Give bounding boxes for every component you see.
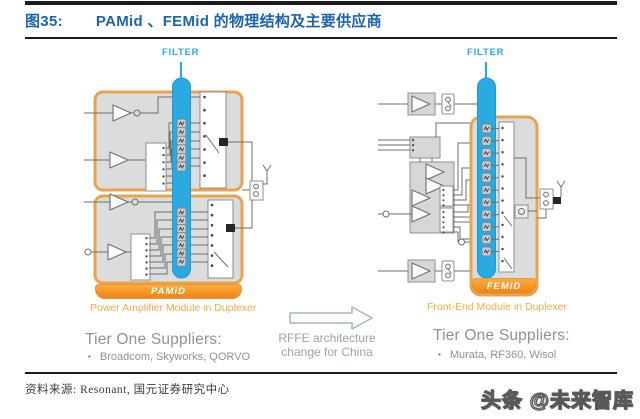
pamid-caption: Power Amplifier Module in Duplexer (90, 302, 257, 314)
antenna-icon (556, 180, 566, 197)
right-suppliers-text: Murata, RF360, Wisol (449, 349, 557, 361)
pamid-diagram (84, 62, 272, 285)
watermark: 头条 @未来智库 (480, 389, 634, 412)
bullet-icon: ▪ (88, 352, 91, 361)
pamid-banner: PAMiD (95, 284, 242, 299)
switch-column (498, 121, 515, 273)
figure-header: 图35: PAMid 、FEMid 的物理结构及主要供应商 (25, 10, 382, 31)
right-suppliers-item: ▪ Murata, RF360, Wisol (438, 349, 556, 361)
femid-diagram (378, 62, 566, 297)
left-suppliers-item: ▪ Broadcom, Skyworks, QORVO (88, 351, 250, 363)
rffe-line1: RFFE architecture (278, 331, 376, 345)
antenna-icon (262, 164, 272, 181)
source-note: 资料来源: Resonant, 国元证券研究中心 (25, 384, 230, 396)
rffe-line2: change for China (281, 345, 373, 359)
circuit-figure (84, 62, 566, 330)
rffe-transition-text: RFFE architecture change for China (262, 331, 392, 359)
right-suppliers-title: Tier One Suppliers: (433, 327, 570, 344)
bottom-rule (25, 372, 617, 374)
femid-banner-label: FEMiD (486, 280, 522, 292)
pamid-banner-label: PAMiD (151, 286, 186, 297)
left-suppliers-text: Broadcom, Skyworks, QORVO (99, 351, 251, 363)
bullet-icon: ▪ (438, 350, 441, 359)
figure-label: 图35: (25, 13, 63, 30)
top-rule (25, 1, 617, 5)
filter-label-right: FILTER (467, 47, 505, 58)
rffe-arrow (289, 306, 373, 330)
left-suppliers-title: Tier One Suppliers: (85, 331, 222, 348)
title-underline (25, 37, 617, 39)
femid-caption: Front-End Module in Duplexer (426, 301, 568, 313)
filter-label-left: FILTER (162, 47, 200, 58)
filter-elements (481, 123, 492, 257)
femid-banner: FEMiD (472, 278, 536, 294)
figure-title: PAMid 、FEMid 的物理结构及主要供应商 (95, 13, 382, 30)
